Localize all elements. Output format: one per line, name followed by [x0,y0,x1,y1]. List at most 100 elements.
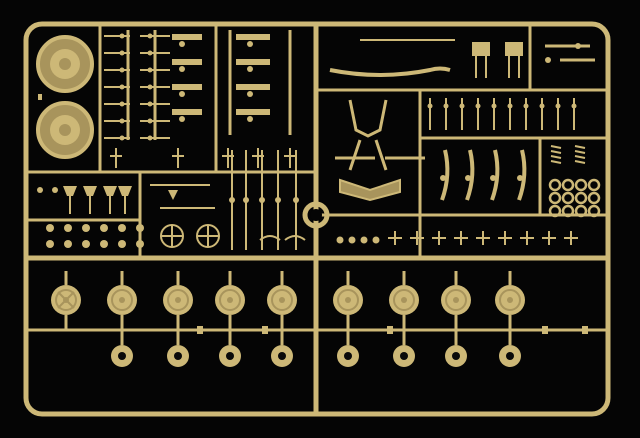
sprue-part [147,84,153,90]
sprue-part [174,352,182,360]
bucket-part [118,186,132,196]
ring-part [574,191,588,205]
sprue-part [147,118,153,124]
rifle-part [236,59,270,65]
sprue-part [167,289,189,311]
ring-part [574,178,588,192]
sprue-part [219,289,241,311]
ring-part [548,204,562,218]
sprue-part [179,41,185,47]
axle-part [329,66,451,77]
sprue-part [118,224,126,232]
sprue-gate [38,94,42,100]
ring-part [561,204,575,218]
sprue-part [336,236,344,244]
sprue-part [147,135,153,141]
sprue-part [136,240,144,248]
rifle-part [236,84,270,90]
sprue-part [118,240,126,248]
sprue-part [247,91,253,97]
sprue-part [453,297,459,303]
sprue-part [227,297,233,303]
sprue-part [55,289,77,311]
sprue-part [119,50,125,56]
sprue-part [82,224,90,232]
sprue-part [574,145,586,149]
sprue-part [119,135,125,141]
sprue-part [259,235,281,241]
sprue-part [523,103,529,109]
sprue-part [293,197,299,203]
ring-part [548,178,562,192]
sprue-part [279,297,285,303]
sprue-part [574,150,586,154]
ring-part [587,204,601,218]
sprue-part [443,103,449,109]
sprue-part [490,175,496,181]
sprue-part [575,43,581,49]
sprue-part [52,187,58,193]
rifle-part [172,109,202,115]
sprue-part [571,103,577,109]
sprue-part [247,41,253,47]
sprue-part [64,224,72,232]
sprue-part [168,190,178,200]
sprue-part [284,235,306,241]
sprue-part [393,289,415,311]
sprue-part [82,240,90,248]
sprue-part [179,66,185,72]
sprue-part [37,187,43,193]
sprue-part [147,101,153,107]
sprue-gate [262,326,268,334]
sprue-part [271,289,293,311]
sprue-part [100,240,108,248]
sprue-part [574,160,586,164]
seat-part [505,42,523,56]
sprue-part [344,352,352,360]
sprue-part [64,240,72,248]
ring-part [561,191,575,205]
rifle-part [172,59,202,65]
sprue-part [337,289,359,311]
sprue-part [360,236,368,244]
sprue-part [175,297,181,303]
sprue-part [247,116,253,122]
leaf-spring-part [517,149,527,201]
ring-part [561,178,575,192]
chassis-part [348,99,388,171]
sprue-gate [582,326,588,334]
sprue-part [111,289,133,311]
sprue-part [119,33,125,39]
ring-part [587,191,601,205]
sprue-part [550,150,562,154]
sprue-part [400,352,408,360]
sprue-part [46,224,54,232]
sprue-part [179,91,185,97]
sprue-part [100,224,108,232]
sprue-part [550,160,562,164]
sprue-part [119,297,125,303]
sprue-part [118,352,126,360]
rifle-part [236,109,270,115]
seat-part [472,42,490,56]
sprue-part [452,352,460,360]
sprue-part [545,57,551,63]
rifle-part [172,84,202,90]
sprue-part [247,66,253,72]
sprue-part [136,224,144,232]
sprue-part [459,103,465,109]
sprue-part [507,297,513,303]
sprue-gate [197,326,203,334]
sprue-part [574,155,586,159]
sprue-gate-ring [302,201,330,229]
ring-part [548,191,562,205]
sprue-part [278,352,286,360]
sprue-part [57,291,75,309]
chassis-plate-part [339,178,401,202]
sprue-part [506,352,514,360]
sprue-part [445,289,467,311]
leaf-spring-part [490,149,500,201]
sprue-part [119,101,125,107]
